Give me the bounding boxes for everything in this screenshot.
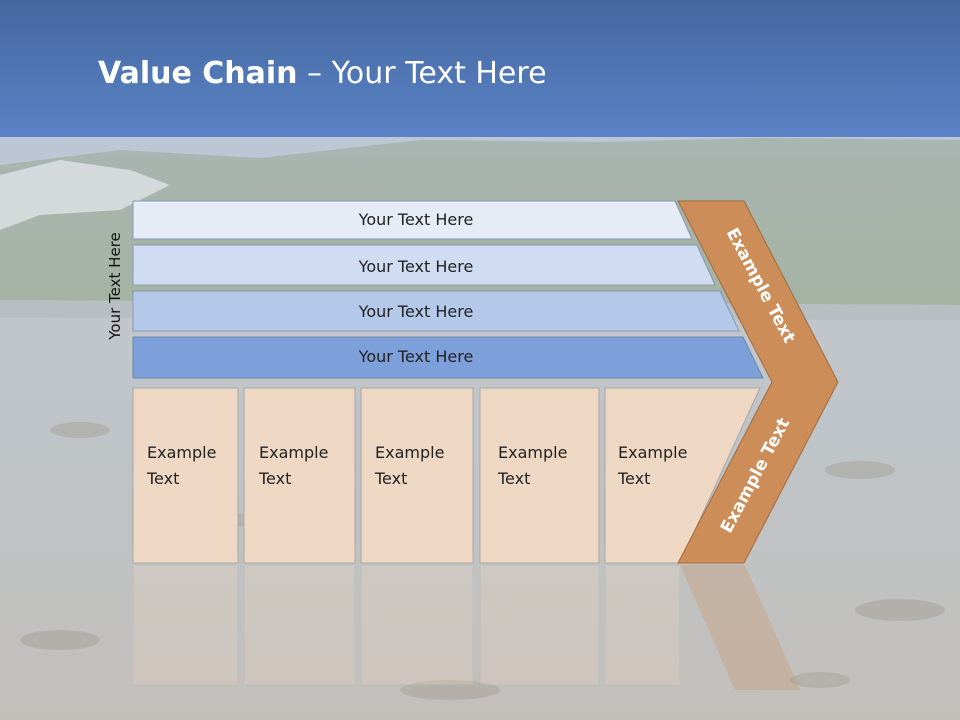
bar-shape — [132, 290, 740, 332]
column-line-2: Text — [497, 469, 530, 488]
title-rest: – Your Text Here — [297, 56, 547, 91]
column-box — [132, 387, 239, 564]
bar-3: Your Text Here — [132, 290, 740, 332]
column-line-1: Example — [375, 443, 444, 462]
column-line-1: Example — [259, 443, 328, 462]
chevron-shape — [677, 200, 839, 564]
column-box — [360, 387, 474, 564]
column-line-2: Text — [374, 469, 407, 488]
column-box — [243, 387, 356, 564]
column-line-1: Example — [498, 443, 567, 462]
title-bold: Value Chain — [98, 56, 298, 91]
bar-label: Your Text Here — [358, 210, 474, 229]
bar-shape — [132, 200, 693, 240]
column-line-2: Text — [617, 469, 650, 488]
bar-1: Your Text Here — [132, 200, 693, 240]
column-3: Example Text — [360, 387, 474, 564]
title-banner — [0, 0, 960, 137]
column-line-1: Example — [147, 443, 216, 462]
column-line-1: Example — [618, 443, 687, 462]
column-4: Example Text — [479, 387, 600, 564]
reflection — [132, 564, 800, 690]
column-line-2: Text — [146, 469, 179, 488]
bar-4: Your Text Here — [132, 336, 764, 379]
column-1: Example Text — [132, 387, 239, 564]
bar-shape — [132, 336, 764, 379]
slide-title: Value Chain – Your Text Here — [98, 54, 547, 94]
column-2: Example Text — [243, 387, 356, 564]
bar-label: Your Text Here — [358, 347, 474, 366]
bar-label: Your Text Here — [358, 257, 474, 276]
bar-2: Your Text Here — [132, 244, 716, 286]
bar-label: Your Text Here — [358, 302, 474, 321]
bar-shape — [132, 244, 716, 286]
column-box — [479, 387, 600, 564]
column-line-2: Text — [258, 469, 291, 488]
